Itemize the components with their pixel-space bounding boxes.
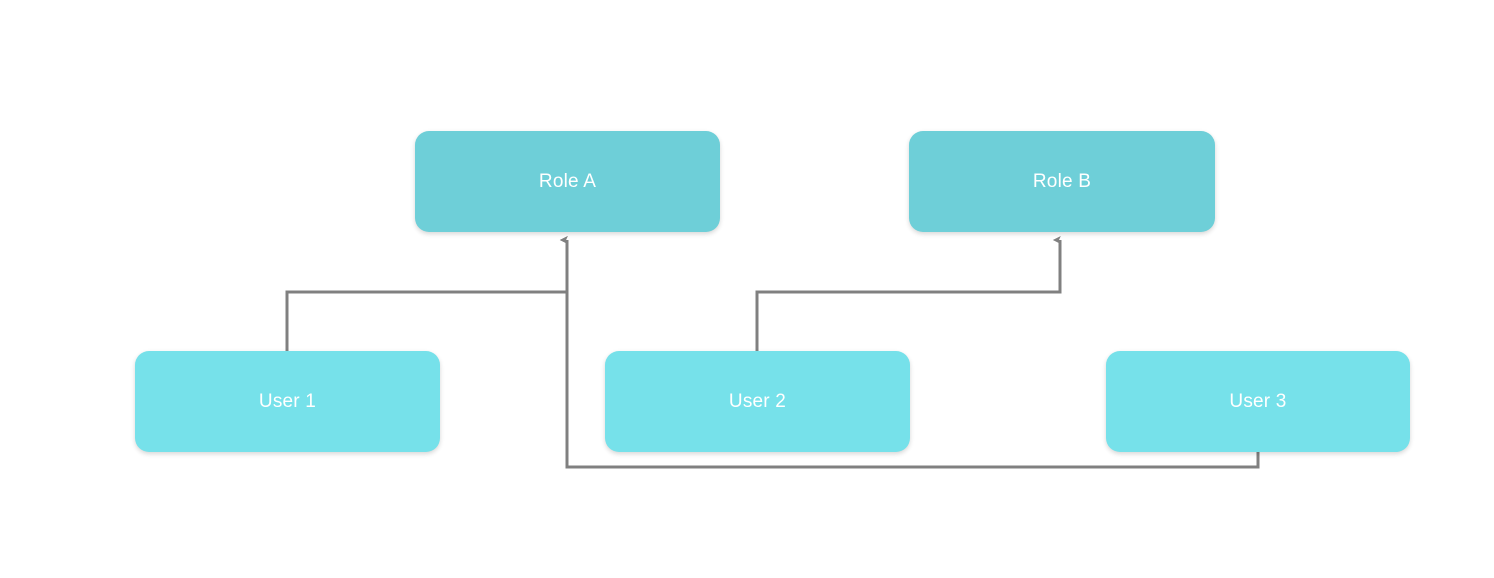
node-role-a-label: Role A <box>538 171 597 192</box>
node-user-2-label: User 2 <box>728 391 787 412</box>
edge-user2-to-role-b <box>755 235 1062 351</box>
node-user-1-label: User 1 <box>258 391 317 412</box>
edge-user1-to-role-a <box>285 235 569 351</box>
node-user-3-label: User 3 <box>1229 391 1287 412</box>
node-user-1[interactable]: User 1 <box>135 351 440 452</box>
node-role-b[interactable]: Role B <box>909 131 1215 232</box>
node-user-2[interactable]: User 2 <box>605 351 910 452</box>
node-role-a[interactable]: Role A <box>415 131 720 232</box>
node-role-b-label: Role B <box>1032 171 1092 192</box>
node-user-3[interactable]: User 3 <box>1106 351 1410 452</box>
